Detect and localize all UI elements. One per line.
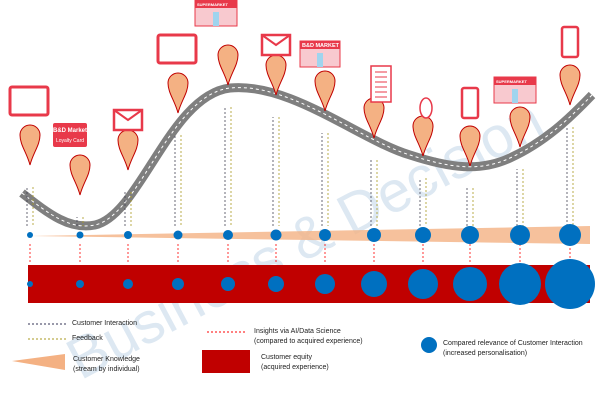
relevance-circle: [461, 226, 479, 244]
relevance-circle: [221, 277, 235, 291]
journey-step: [408, 97, 438, 299]
journey-step: [453, 86, 487, 301]
legend-equity-subtitle: (acquired experience): [261, 364, 329, 371]
relevance-circle: [123, 279, 133, 289]
journey-step: [260, 33, 292, 292]
customer-knowledge-stream: [30, 226, 590, 244]
map-pin-icon: [217, 44, 239, 86]
store-door: [213, 12, 219, 26]
store-label: SUPERMARKET: [496, 79, 527, 84]
journey-step: B&D MARKET: [299, 40, 341, 294]
relevance-circle: [319, 229, 331, 241]
store-sign: [195, 0, 237, 8]
relevance-circle: [510, 225, 530, 245]
legend-feedback: Feedback: [72, 335, 103, 342]
receipt-icon: [370, 65, 392, 103]
map-pin-icon: [559, 64, 581, 106]
relevance-circle: [315, 274, 335, 294]
journey-step: [361, 65, 392, 297]
relevance-circle: [76, 231, 84, 239]
envelope-flap: [113, 109, 143, 122]
store-label: B&D MARKET: [302, 43, 340, 49]
journey-step: SUPERMARKET: [493, 76, 541, 305]
relevance-circle: [453, 267, 487, 301]
relevance-circle: [499, 263, 541, 305]
legend-knowledge-stream: [12, 354, 65, 370]
relevance-circle: [27, 232, 33, 238]
map-pin-icon: [167, 72, 189, 114]
legend-equity-box: [202, 350, 250, 373]
legend-equity-title: Customer equity: [261, 354, 312, 361]
store-sign: [494, 77, 536, 85]
legend-insights-title: Insights via AI/Data Science: [254, 328, 341, 335]
loyalty-card-subtitle: Loyalty Card: [56, 138, 84, 144]
store-sign: [300, 41, 340, 49]
journey-step: [112, 108, 144, 289]
road-markings: [21, 87, 593, 227]
legend-insights-subtitle: (compared to acquired experience): [254, 338, 363, 345]
relevance-circle: [545, 259, 595, 309]
legend-relevance-circle: [421, 337, 437, 353]
relevance-circle: [27, 281, 33, 287]
customer-equity-band: [28, 265, 590, 303]
envelope-flap: [261, 34, 291, 47]
map-pin-icon: [314, 70, 336, 112]
legend-knowledge: Customer Knowledge (stream by individual): [73, 355, 140, 375]
legend-knowledge-title: Customer Knowledge: [73, 356, 140, 363]
relevance-circle: [270, 229, 282, 241]
relevance-circle: [173, 230, 183, 240]
relevance-circle: [415, 227, 431, 243]
map-pin-icon: [69, 154, 91, 196]
store-label: SUPERMARKET: [197, 2, 228, 7]
relevance-circle: [268, 276, 284, 292]
mouse-icon: [419, 97, 433, 119]
relevance-circle: [124, 231, 132, 239]
relevance-circle: [172, 278, 184, 290]
relevance-circle: [361, 271, 387, 297]
journey-step: [545, 25, 595, 309]
smartphone-icon: [460, 86, 480, 120]
smartphone-icon: [560, 25, 580, 59]
relevance-circle: [76, 280, 84, 288]
legend-insights: Insights via AI/Data Science (compared to…: [254, 327, 363, 347]
map-pin-icon: [459, 125, 481, 167]
relevance-circle: [223, 230, 233, 240]
map-pin-icon: [117, 129, 139, 171]
legend-relevance-subtitle: (increased personalisation): [443, 350, 528, 357]
relevance-circle: [559, 224, 581, 246]
legend-relevance-title: Compared relevance of Customer Interacti…: [443, 340, 583, 347]
journey-step: [156, 33, 198, 290]
legend-relevance: Compared relevance of Customer Interacti…: [443, 339, 583, 359]
store-door: [317, 53, 323, 67]
journey-step: SUPERMARKET: [194, 0, 239, 291]
relevance-circle: [408, 269, 438, 299]
tablet-icon: [8, 85, 50, 117]
legend-equity: Customer equity (acquired experience): [261, 353, 329, 373]
legend-interaction: Customer Interaction: [72, 320, 137, 327]
journey-step: [8, 85, 50, 287]
map-pin-icon: [19, 124, 41, 166]
map-pin-icon: [509, 106, 531, 148]
legend-knowledge-subtitle: (stream by individual): [73, 366, 140, 373]
relevance-circle: [367, 228, 381, 242]
loyalty-card-icon: [53, 123, 87, 147]
store-door: [512, 89, 518, 103]
loyalty-card-title: B&D Market: [53, 128, 87, 134]
tablet-icon: [156, 33, 198, 65]
